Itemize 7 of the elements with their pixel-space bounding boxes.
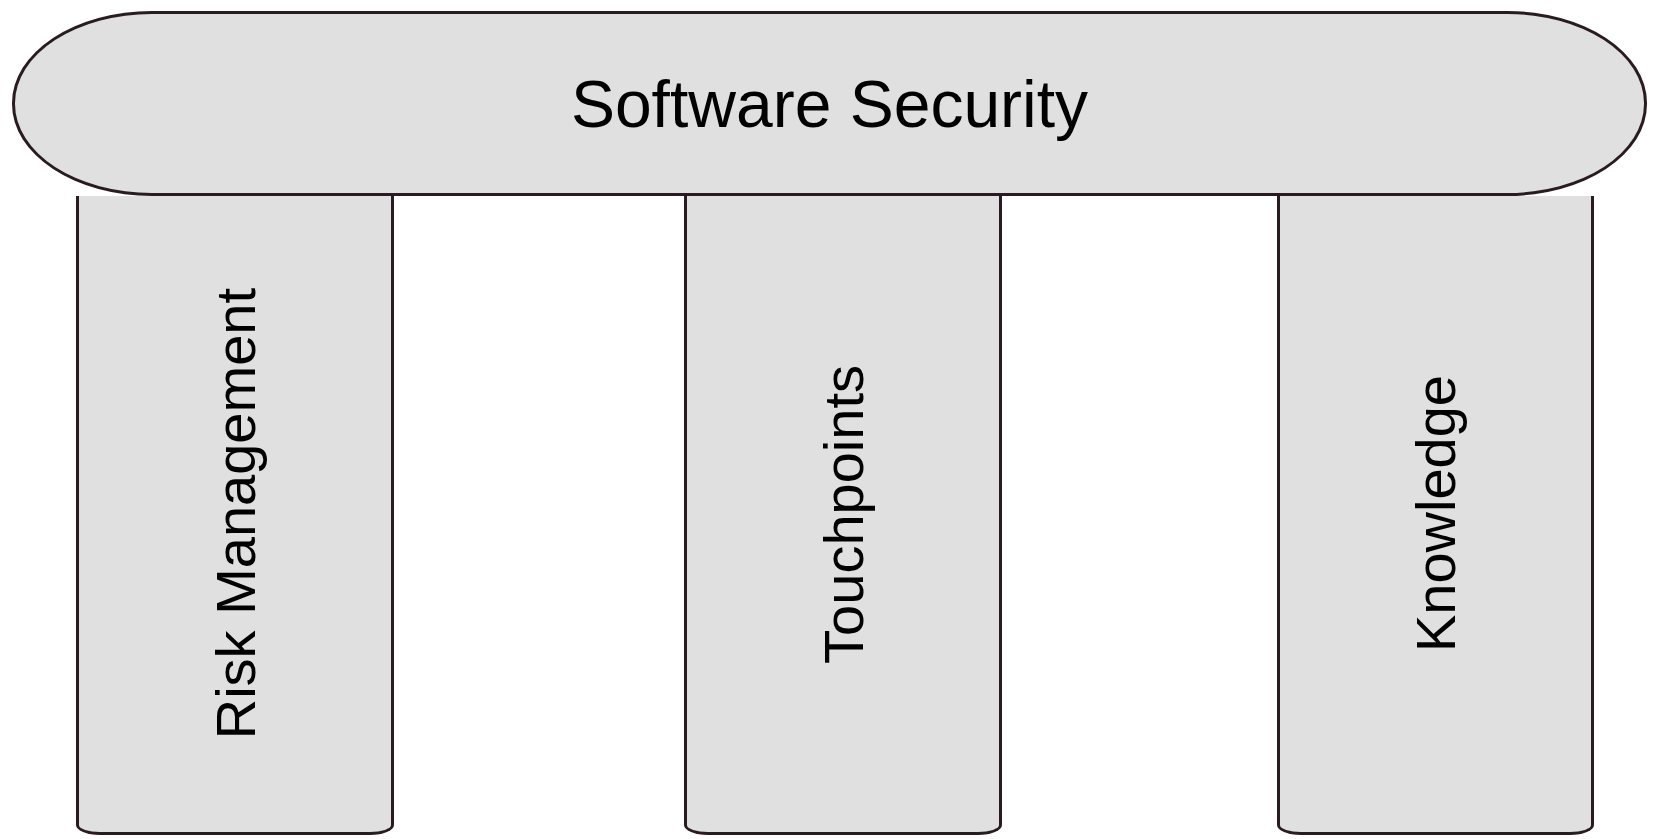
pillar-column xyxy=(684,196,1002,835)
roof-label: Software Security xyxy=(570,65,1089,142)
pillar-label: Risk Management xyxy=(202,288,268,740)
pillar-column xyxy=(1277,196,1594,835)
pillar-label: Touchpoints xyxy=(810,364,876,664)
pillar-column xyxy=(76,196,394,835)
pillar-label: Knowledge xyxy=(1403,375,1468,653)
